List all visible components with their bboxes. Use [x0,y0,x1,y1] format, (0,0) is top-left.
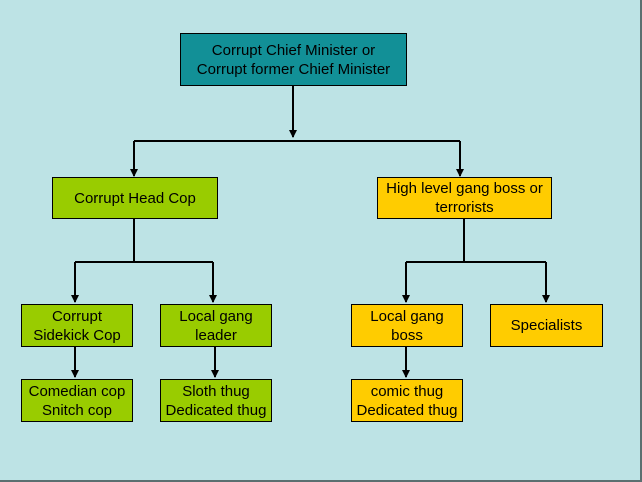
root-node-line1: Corrupt Chief Minister or [211,41,376,59]
local-gang-leader-node: Local gang leader [160,304,272,347]
specialists-node: Specialists [490,304,603,347]
thugs-leaf-left-line2: Dedicated thug [165,401,267,419]
thugs-leaf-right-line2: Dedicated thug [356,401,458,419]
local-gang-leader-line1: Local gang [179,307,253,325]
local-gang-boss-node: Local gang boss [351,304,463,347]
cops-leaf-line2: Snitch cop [41,401,113,419]
gang-boss-line1: High level gang boss or [386,180,543,197]
head-cop-label: Corrupt Head Cop [74,189,196,207]
thugs-leaf-left-line1: Sloth thug [182,382,250,400]
thugs-leaf-left-node: Sloth thug Dedicated thug [160,379,272,422]
local-gang-leader-line2: leader [195,326,237,344]
root-node-line2: Corrupt former Chief Minister [196,60,391,78]
cops-leaf-node: Comedian cop Snitch cop [21,379,133,422]
gang-boss-node: High level gang boss or terrorists [377,177,552,219]
thugs-leaf-right-line1: comic thug [370,382,444,400]
local-gang-boss-line2: boss [391,326,423,344]
root-node: Corrupt Chief Minister or Corrupt former… [180,33,407,86]
specialists-label: Specialists [510,317,583,334]
thugs-leaf-right-node: comic thug Dedicated thug [351,379,463,422]
sidekick-cop-line2: Sidekick Cop [33,326,121,344]
cops-leaf-line1: Comedian cop [28,382,126,400]
local-gang-boss-line1: Local gang [370,307,444,325]
head-cop-node: Corrupt Head Cop [52,177,218,219]
sidekick-cop-line1: Corrupt [51,307,102,325]
gang-boss-line2: terrorists [435,199,494,216]
sidekick-cop-node: Corrupt Sidekick Cop [21,304,133,347]
